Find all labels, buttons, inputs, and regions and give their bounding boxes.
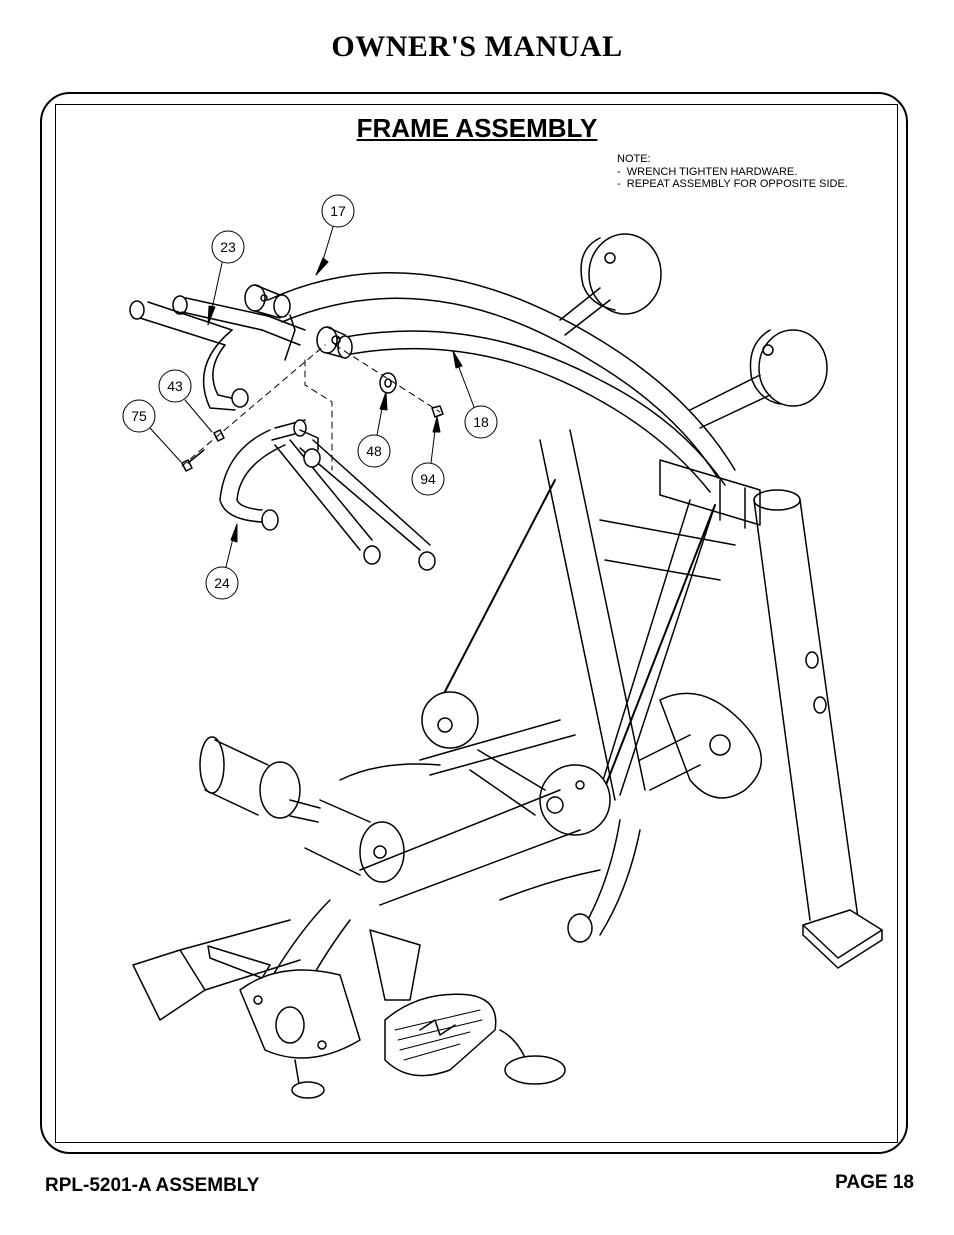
part-75-bolt xyxy=(181,449,205,472)
callout-48: 48 xyxy=(366,443,382,459)
note-line-2: - REPEAT ASSEMBLY FOR OPPOSITE SIDE. xyxy=(617,178,848,190)
callout-23: 23 xyxy=(220,239,236,255)
callout-24: 24 xyxy=(214,575,230,591)
exploded-parts xyxy=(129,284,444,571)
inner-frame xyxy=(55,104,898,1143)
pad-lower-left xyxy=(199,736,405,883)
manual-title: OWNER'S MANUAL xyxy=(331,30,623,63)
note-line-1: - WRENCH TIGHTEN HARDWARE. xyxy=(617,165,798,178)
callout-48-circle xyxy=(357,434,391,468)
pad-top-back xyxy=(559,233,662,336)
foot-pedal xyxy=(384,993,497,1077)
callout-94-circle xyxy=(411,462,445,496)
part-24 xyxy=(219,419,436,571)
assembly-note: NOTE: - WRENCH TIGHTEN HARDWARE. - REPEA… xyxy=(617,153,848,191)
footer-page-number: PAGE 18 xyxy=(835,1172,914,1193)
part-43-pin xyxy=(213,429,225,442)
callout-75: 75 xyxy=(131,408,147,424)
callout-43-circle xyxy=(158,369,192,403)
callout-18-circle xyxy=(464,405,498,439)
outer-frame xyxy=(40,92,908,1154)
part-17-bushing xyxy=(244,284,296,361)
machine-frame xyxy=(132,233,883,1099)
callout-17: 17 xyxy=(330,203,346,219)
section-title: FRAME ASSEMBLY xyxy=(356,113,598,143)
callout-23-circle xyxy=(211,230,245,264)
pulley-assembly xyxy=(421,691,611,836)
part-23 xyxy=(129,295,306,411)
callout-24-circle xyxy=(205,566,239,600)
part-94-nut xyxy=(431,405,444,418)
callout-94: 94 xyxy=(420,471,436,487)
callout-43: 43 xyxy=(167,378,183,394)
pivot-bearing xyxy=(316,326,353,359)
part-48-washer xyxy=(379,372,397,394)
callout-18: 18 xyxy=(473,414,489,430)
note-heading: NOTE: xyxy=(617,153,651,165)
footer-model: RPL-5201-A ASSEMBLY xyxy=(45,1175,260,1196)
callouts: 17 23 43 75 48 94 18 24 xyxy=(122,194,498,600)
pad-top-right xyxy=(689,329,828,429)
callout-17-circle xyxy=(321,194,355,228)
callout-75-circle xyxy=(122,399,156,433)
